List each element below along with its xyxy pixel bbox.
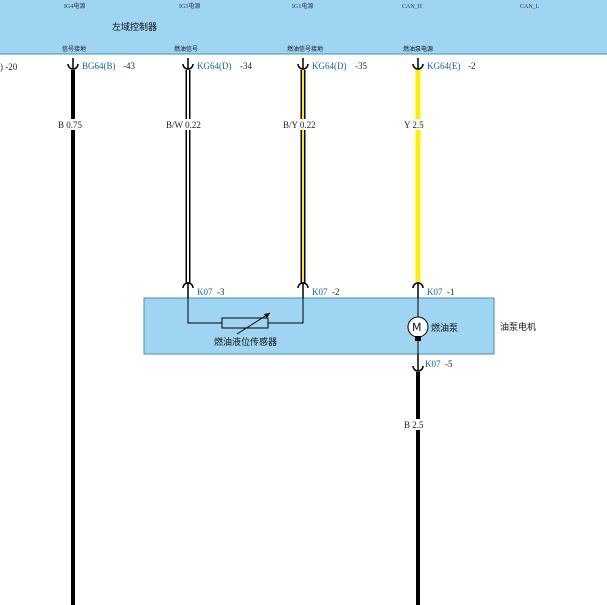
sub-label-fuel-pump-power: 燃油泵电源: [403, 45, 433, 53]
sensor-label: 燃油液位传感器: [214, 336, 277, 348]
module-pin-name-5: K07: [425, 359, 441, 369]
connector-name-3: KG64(D): [312, 61, 347, 71]
pump-label: 燃油泵: [431, 322, 458, 334]
top-label-ig3: IG3电源: [179, 2, 200, 10]
wire-label-1: B 0.75: [58, 120, 83, 130]
sensor-wire-right: [268, 298, 304, 324]
connector-pin-2: -34: [240, 61, 252, 71]
connector-name-1: BG64(B): [82, 61, 116, 71]
module-connector-1: [182, 282, 194, 298]
module-box: [143, 297, 495, 355]
wire-label-5: B 2.5: [404, 420, 424, 430]
wire-label-4: Y 2.5: [404, 120, 424, 130]
sub-label-fuel-signal: 燃油信号: [174, 45, 198, 53]
controller-title: 左域控制器: [112, 21, 157, 33]
sub-label-fuel-signal-ground: 燃油信号接地: [287, 45, 323, 53]
module-connector-5: [412, 354, 424, 372]
module-pin-3: -1: [447, 287, 455, 297]
motor-symbol: M: [412, 321, 422, 334]
top-label-can-h: CAN_H: [402, 4, 423, 10]
module-pin-5: -5: [445, 359, 453, 369]
module-pin-name-1: K07: [197, 287, 213, 297]
wire-label-2: B/W 0.22: [166, 120, 201, 130]
connector-symbol-4: [412, 58, 424, 70]
module-name: 油泵电机: [500, 321, 536, 333]
top-label-ig4: IG4电源: [64, 2, 85, 10]
connector-name-2: KG64(D): [197, 61, 232, 71]
module-connector-2: [297, 282, 309, 298]
module-pin-2: -2: [332, 287, 340, 297]
connector-symbol-1: [67, 58, 79, 70]
module-pin-name-3: K07: [427, 287, 443, 297]
top-label-ig1: IG1电源: [292, 2, 313, 10]
variable-resistor-arrow: [236, 312, 271, 335]
connector-pin-1: -43: [123, 61, 135, 71]
variable-resistor-icon: [221, 317, 269, 329]
connector-pin-4: -2: [468, 61, 476, 71]
left-partial-pin: ) -20: [0, 62, 18, 72]
connector-symbol-3: [297, 58, 309, 70]
module-connector-3: [412, 282, 424, 298]
sensor-wire-left: [187, 298, 222, 324]
connector-name-4: KG64(E): [427, 61, 461, 71]
wire-label-3: B/Y 0.22: [283, 120, 316, 130]
module-pin-1: -3: [217, 287, 225, 297]
connector-symbol-2: [182, 58, 194, 70]
sub-label-signal-ground: 信号接地: [62, 45, 86, 53]
module-pin-name-2: K07: [312, 287, 328, 297]
connector-pin-3: -35: [355, 61, 367, 71]
top-label-can-l: CAN_L: [520, 4, 540, 10]
controller-box: [0, 0, 607, 55]
